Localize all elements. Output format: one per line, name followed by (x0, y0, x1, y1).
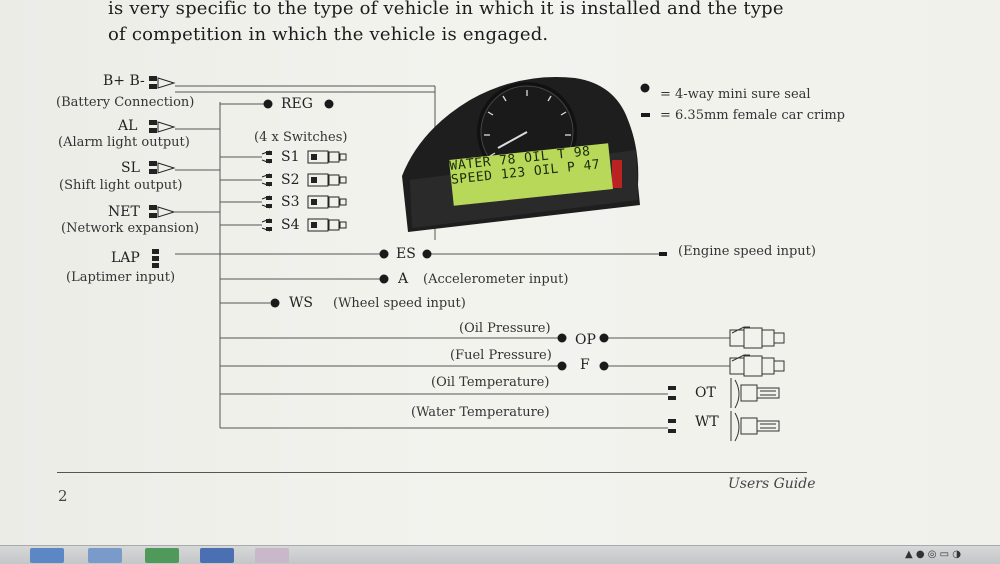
wt-code: WT (695, 414, 719, 430)
document-page: is very specific to the type of vehicle … (0, 0, 1000, 545)
taskbar (0, 545, 1000, 564)
alarm-desc: (Alarm light output) (58, 135, 190, 150)
switch-s2-label: S2 (281, 172, 300, 188)
ws-code: WS (289, 295, 313, 311)
legend-square-icon (641, 113, 650, 117)
network-connector-icon (149, 205, 176, 218)
page-number: 2 (58, 487, 68, 505)
legend-round-label: = 4-way mini sure seal (660, 87, 811, 102)
taskbar-app-icon-3[interactable] (145, 548, 179, 563)
reg-dot-right-icon (324, 99, 334, 109)
es-dot-left-icon (379, 249, 389, 259)
es-dot-right-icon (422, 249, 432, 259)
es-desc: (Engine speed input) (678, 244, 816, 259)
f-dot-left-icon (557, 361, 567, 371)
ot-desc: (Oil Temperature) (431, 375, 550, 390)
laptimer-desc: (Laptimer input) (66, 270, 176, 285)
shift-desc: (Shift light output) (59, 178, 183, 193)
switches-title: (4 x Switches) (254, 130, 348, 145)
a-code: A (398, 271, 409, 287)
a-dot-icon (379, 274, 389, 284)
dash-display-illustration (402, 76, 640, 232)
alarm-code: AL (118, 118, 138, 134)
legend-square-label: = 6.35mm female car crimp (660, 108, 846, 123)
switch-s4-label: S4 (281, 217, 300, 233)
footer-divider (57, 472, 807, 473)
op-dot-right-icon (599, 333, 609, 343)
shift-connector-icon (149, 161, 176, 174)
laptimer-connector-icon (152, 249, 159, 268)
op-code: OP (575, 332, 596, 348)
users-guide-label: Users Guide (728, 476, 816, 492)
reg-dot-left-icon (263, 99, 273, 109)
battery-desc: (Battery Connection) (56, 95, 195, 110)
es-code: ES (396, 246, 416, 262)
alarm-connector-icon (149, 120, 176, 133)
a-desc: (Accelerometer input) (423, 272, 569, 287)
f-code: F (580, 357, 590, 373)
op-dot-left-icon (557, 333, 567, 343)
shift-code: SL (121, 160, 140, 176)
intro-line-1: is very specific to the type of vehicle … (108, 0, 784, 19)
tray-icons[interactable]: ▲ ● ◎ ▭ ◑ (905, 549, 962, 560)
taskbar-app-icon-5[interactable] (255, 548, 289, 563)
ws-dot-icon (270, 298, 280, 308)
ot-code: OT (695, 385, 716, 401)
f-desc: (Fuel Pressure) (450, 348, 552, 363)
temperature-sensor-icons (668, 378, 780, 442)
network-desc: (Network expansion) (61, 221, 200, 236)
legend-round-icon (640, 83, 650, 93)
battery-code: B+ B- (103, 73, 145, 89)
taskbar-app-icon-2[interactable] (88, 548, 122, 563)
laptimer-code: LAP (111, 250, 140, 266)
pressure-sensor-icons (729, 326, 785, 377)
intro-line-2: of competition in which the vehicle is e… (108, 24, 549, 45)
taskbar-app-icon-4[interactable] (200, 548, 234, 563)
switch-s1-label: S1 (281, 149, 300, 165)
switch-connectors (261, 150, 347, 232)
network-code: NET (108, 204, 140, 220)
wt-desc: (Water Temperature) (411, 405, 550, 420)
taskbar-app-icon-1[interactable] (30, 548, 64, 563)
wiring-diagram (149, 76, 785, 442)
reg-label: REG (281, 96, 313, 112)
es-square-icon (659, 252, 667, 256)
switch-s3-label: S3 (281, 194, 300, 210)
battery-connector-icon (149, 76, 176, 89)
ws-desc: (Wheel speed input) (333, 296, 466, 311)
op-desc: (Oil Pressure) (459, 321, 551, 336)
f-dot-right-icon (599, 361, 609, 371)
